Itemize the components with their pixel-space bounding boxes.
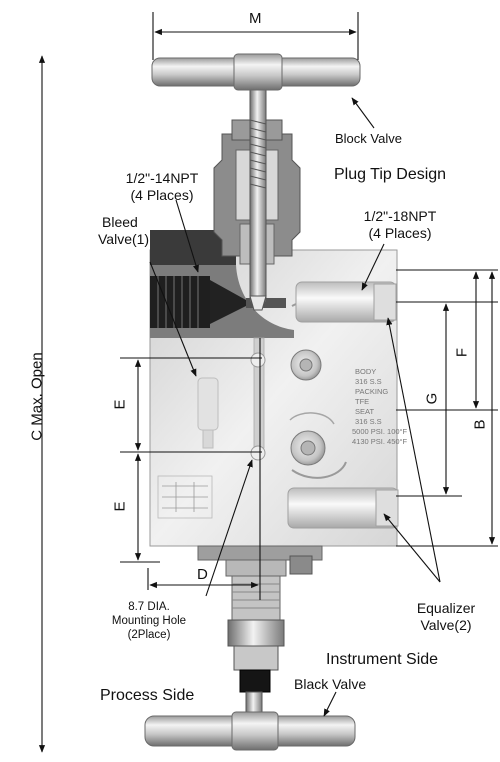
dimension-lines <box>38 12 498 753</box>
mounting-hole-line1: 8.7 DIA. <box>128 601 170 613</box>
block-valve-label: Block Valve <box>335 131 402 146</box>
dimension-m-label: M <box>249 10 262 27</box>
body-marking-line4: TFE <box>355 397 369 406</box>
npt18-callout: 1/2"-18NPT (4 Places) <box>350 208 450 242</box>
upper-instrument-port <box>295 281 397 323</box>
body-marking-line7: 5000 PSI. 100°F <box>352 427 408 436</box>
lower-instrument-port <box>287 487 399 529</box>
dimension-e-lower-label: E <box>111 501 129 512</box>
dimension-c-label: C Max. Open <box>28 352 46 441</box>
leader-lines <box>149 97 441 717</box>
npt14-line2: (4 Places) <box>130 187 194 203</box>
equalizer-line1: Equalizer <box>416 600 476 616</box>
body-marking-line6: 316 S.S <box>355 417 382 426</box>
bleed-line1: Bleed <box>102 214 138 230</box>
mounting-hole-line2: Mounting Hole <box>111 615 187 627</box>
body-marking-line2: 316 S.S <box>355 377 382 386</box>
body-marking-line5: SEAT <box>355 407 374 416</box>
npt18-line1: 1/2"-18NPT <box>363 208 437 224</box>
black-valve-label: Black Valve <box>294 676 367 692</box>
dimension-f-label: F <box>453 347 471 358</box>
body-marking-line3: PACKING <box>355 387 388 396</box>
body-marking-line8: 4130 PSI. 450°F <box>352 437 408 446</box>
npt18-line2: (4 Places) <box>368 225 432 241</box>
bleed-line2: Valve(1) <box>98 231 150 247</box>
body-marking-line1: BODY <box>355 367 376 376</box>
npt14-callout: 1/2"-14NPT (4 Places) <box>112 170 212 204</box>
mounting-hole-callout: 8.7 DIA. Mounting Hole (2Place) <box>94 600 204 642</box>
black-valve-bottom <box>144 545 356 751</box>
mounting-hole-line3: (2Place) <box>127 629 171 641</box>
dimension-b-label: B <box>471 419 489 430</box>
process-side-label: Process Side <box>100 687 195 704</box>
dimension-d-label: D <box>197 566 208 583</box>
equalizer-line2: Valve(2) <box>420 617 472 633</box>
plug-tip-design-label: Plug Tip Design <box>334 166 447 183</box>
bleed-valve-callout: Bleed Valve(1) <box>98 214 149 248</box>
block-valve-top <box>151 53 361 311</box>
npt14-line1: 1/2"-14NPT <box>125 170 199 186</box>
dimension-e-upper-label: E <box>111 399 129 410</box>
equalizer-valve-callout: Equalizer Valve(2) <box>398 600 494 634</box>
dimension-g-label: G <box>423 392 441 405</box>
instrument-side-label: Instrument Side <box>326 651 439 668</box>
